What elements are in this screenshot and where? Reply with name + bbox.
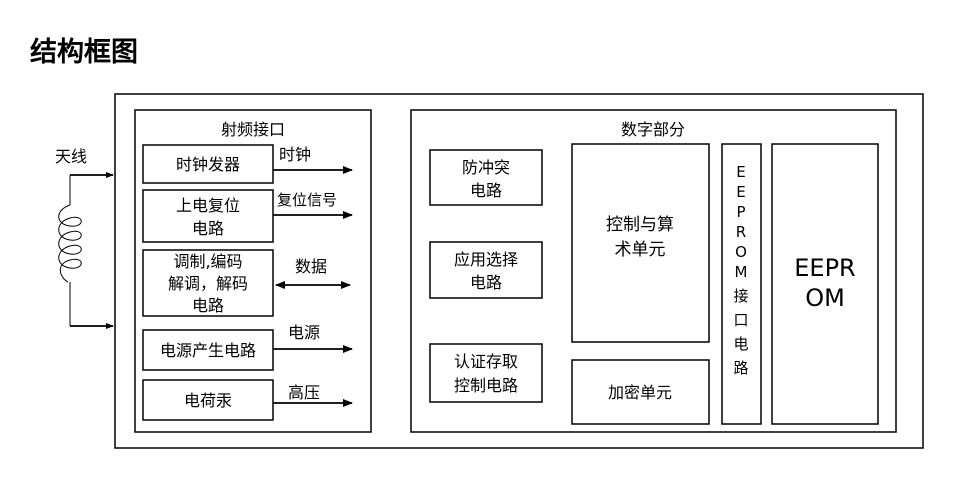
app-select-label-line1: 应用选择 [454, 250, 518, 269]
clock-generator-label: 时钟发器 [176, 155, 240, 174]
power-generation-label: 电源产生电路 [160, 341, 256, 360]
eeprom-interface-char: M [735, 263, 748, 281]
auth-access-block [429, 343, 543, 403]
control-arith-label-line1: 控制与算 [606, 215, 674, 235]
power-generation-block [142, 329, 274, 371]
power-on-reset-label-line1: 上电复位 [176, 196, 240, 215]
eeprom-interface-char: R [736, 223, 746, 241]
antenna-coil-icon [58, 172, 114, 329]
app-select-label-line2: 电路 [470, 273, 502, 292]
charge-pump-label: 电荷汞 [184, 391, 232, 410]
reset-signal-label: 复位信号 [277, 191, 337, 209]
anticollision-label-line2: 电路 [470, 181, 502, 200]
page-title: 结构框图 [30, 37, 138, 68]
rf-interface-title: 射频接口 [221, 120, 285, 139]
eeprom-interface-char: 口 [733, 311, 748, 329]
power-on-reset-label-line2: 电路 [192, 219, 224, 238]
eeprom-label-line1: EEPR [794, 254, 855, 282]
power-on-reset-block [142, 189, 274, 243]
eeprom-interface-char: E [736, 163, 745, 181]
eeprom-interface-char: 接 [733, 287, 748, 305]
eeprom-interface-char: O [735, 243, 747, 261]
antenna-label: 天线 [55, 147, 87, 166]
anticollision-block [429, 149, 543, 206]
control-arith-label-line2: 术单元 [615, 240, 666, 260]
modem-codec-label-line2: 解调，解码 [168, 274, 248, 293]
modem-codec-label-line3: 电路 [192, 296, 224, 315]
charge-pump-block [142, 379, 274, 421]
anticollision-label-line1: 防冲突 [462, 158, 510, 177]
control-arith-block [571, 143, 710, 343]
digital-part-title: 数字部分 [621, 120, 685, 139]
modem-codec-block [142, 249, 274, 317]
eeprom-interface-char: 路 [733, 359, 748, 377]
data-signal-label: 数据 [295, 257, 327, 276]
app-select-block [429, 241, 543, 299]
power-signal-label: 电源 [288, 323, 320, 342]
modem-codec-label-line1: 调制,编码 [173, 252, 242, 271]
clock-signal-label: 时钟 [279, 145, 311, 164]
eeprom-block [771, 143, 879, 425]
clock-generator-block [142, 144, 274, 184]
auth-access-label-line2: 控制电路 [454, 376, 518, 395]
encryption-label: 加密单元 [608, 383, 672, 402]
eeprom-interface-char: 电 [733, 335, 748, 353]
auth-access-label-line1: 认证存取 [454, 352, 518, 371]
eeprom-interface-char: E [736, 183, 745, 201]
high-voltage-signal-label: 高压 [288, 383, 320, 402]
eeprom-label-line2: OM [805, 284, 845, 312]
eeprom-interface-block [721, 143, 762, 425]
encryption-block [571, 359, 710, 425]
eeprom-interface-char: P [736, 203, 745, 221]
